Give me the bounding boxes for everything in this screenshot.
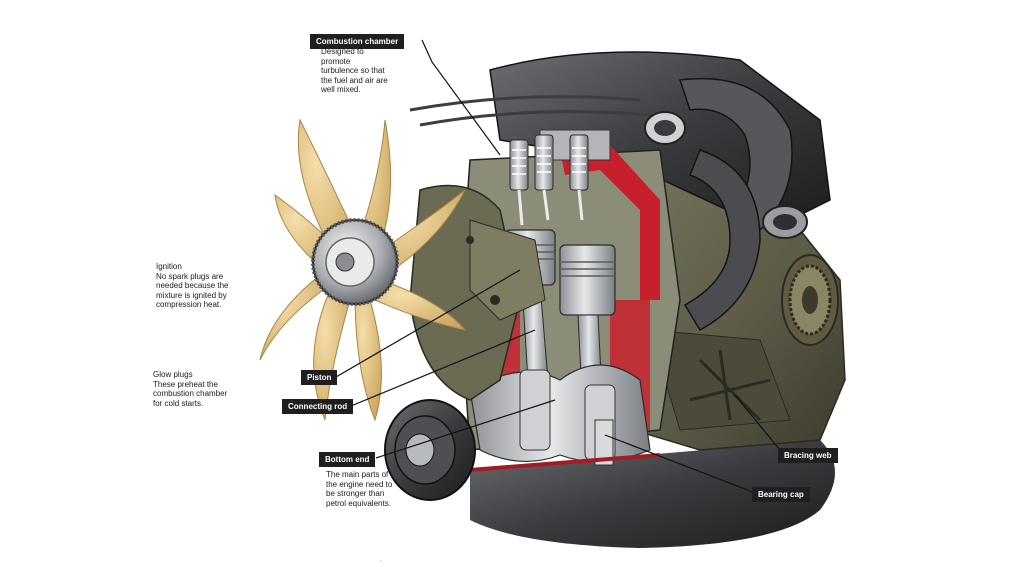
leader-bracing-web (734, 394, 785, 456)
crankshaft (469, 364, 661, 472)
leader-combustion-chamber (421, 39, 501, 156)
label-connecting-rod: Connecting rod (282, 399, 354, 414)
leader-connecting-rod (350, 329, 536, 407)
title-glow-plugs: Glow plugs (153, 370, 193, 379)
note-ignition: Ignition No spark plugs are needed becau… (156, 262, 229, 310)
leader-lines (335, 39, 785, 495)
label-bearing-cap: Bearing cap (752, 487, 810, 502)
leader-bottom-end (375, 399, 556, 459)
image-speck: . (380, 557, 382, 563)
oil-sump (470, 440, 835, 548)
desc-bottom-end: The main parts of the engine need to be … (326, 470, 393, 508)
intake-manifold (409, 51, 831, 332)
valve-train (509, 134, 589, 226)
note-glow-plugs: Glow plugs These preheat the combustion … (153, 370, 227, 408)
crank-pulley (384, 399, 476, 501)
label-bottom-end: Bottom end (319, 452, 376, 467)
label-combustion-chamber: Combustion chamber (310, 34, 405, 49)
title-ignition: Ignition (156, 262, 182, 271)
cooling-fan (259, 118, 467, 422)
timing-cover (409, 184, 546, 401)
desc-combustion-chamber: Designed to promote turbulence so that t… (321, 47, 388, 94)
timing-gear (781, 254, 839, 346)
desc-ignition: No spark plugs are needed because the mi… (156, 271, 229, 310)
fan-hub (311, 218, 399, 306)
desc-glow-plugs: These preheat the combustion chamber for… (153, 379, 228, 408)
leader-bearing-cap (604, 434, 759, 495)
label-bracing-web: Bracing web (778, 448, 838, 463)
label-piston: Piston (301, 370, 338, 385)
bracing-web (689, 349, 771, 422)
bearing-cap (594, 419, 614, 466)
leader-piston (335, 269, 521, 378)
